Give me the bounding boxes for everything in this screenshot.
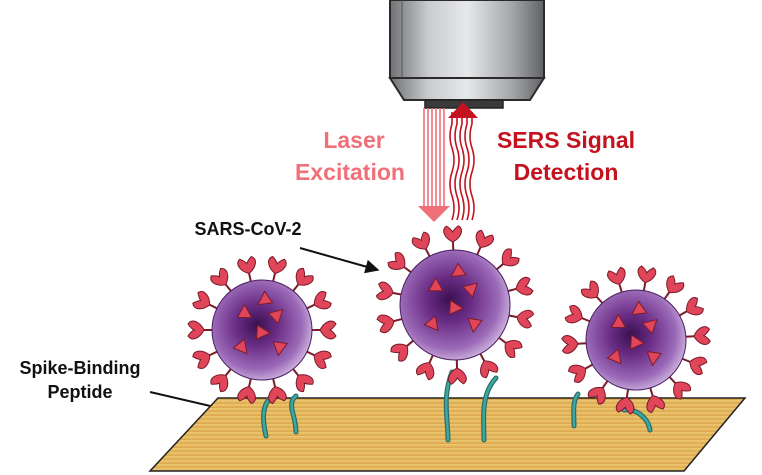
sers-signal-waves — [449, 112, 475, 221]
virus-pointer-arrow — [299, 247, 380, 274]
laser-label-line1: Laser — [323, 127, 384, 153]
virus-label: SARS-CoV-2 — [194, 219, 301, 239]
laser-beams — [423, 108, 445, 208]
virus-particle — [374, 224, 536, 386]
sers-label-line1: SERS Signal — [497, 127, 635, 153]
sers-label-line2: Detection — [514, 159, 619, 185]
spike-protein — [187, 320, 215, 340]
microscope-objective — [388, 0, 546, 109]
laser-arrowhead — [418, 206, 450, 222]
virus-particle — [560, 264, 712, 416]
laser-label-line2: Excitation — [295, 159, 405, 185]
spike-protein — [682, 325, 712, 347]
spike-protein — [309, 320, 337, 340]
peptide-label-line1: Spike-Binding — [20, 358, 141, 378]
spike-protein — [442, 224, 464, 254]
spike-protein — [560, 333, 590, 355]
virus-particle — [187, 254, 337, 406]
peptide-label-line2: Peptide — [47, 382, 112, 402]
sers-arrowhead — [448, 102, 478, 118]
